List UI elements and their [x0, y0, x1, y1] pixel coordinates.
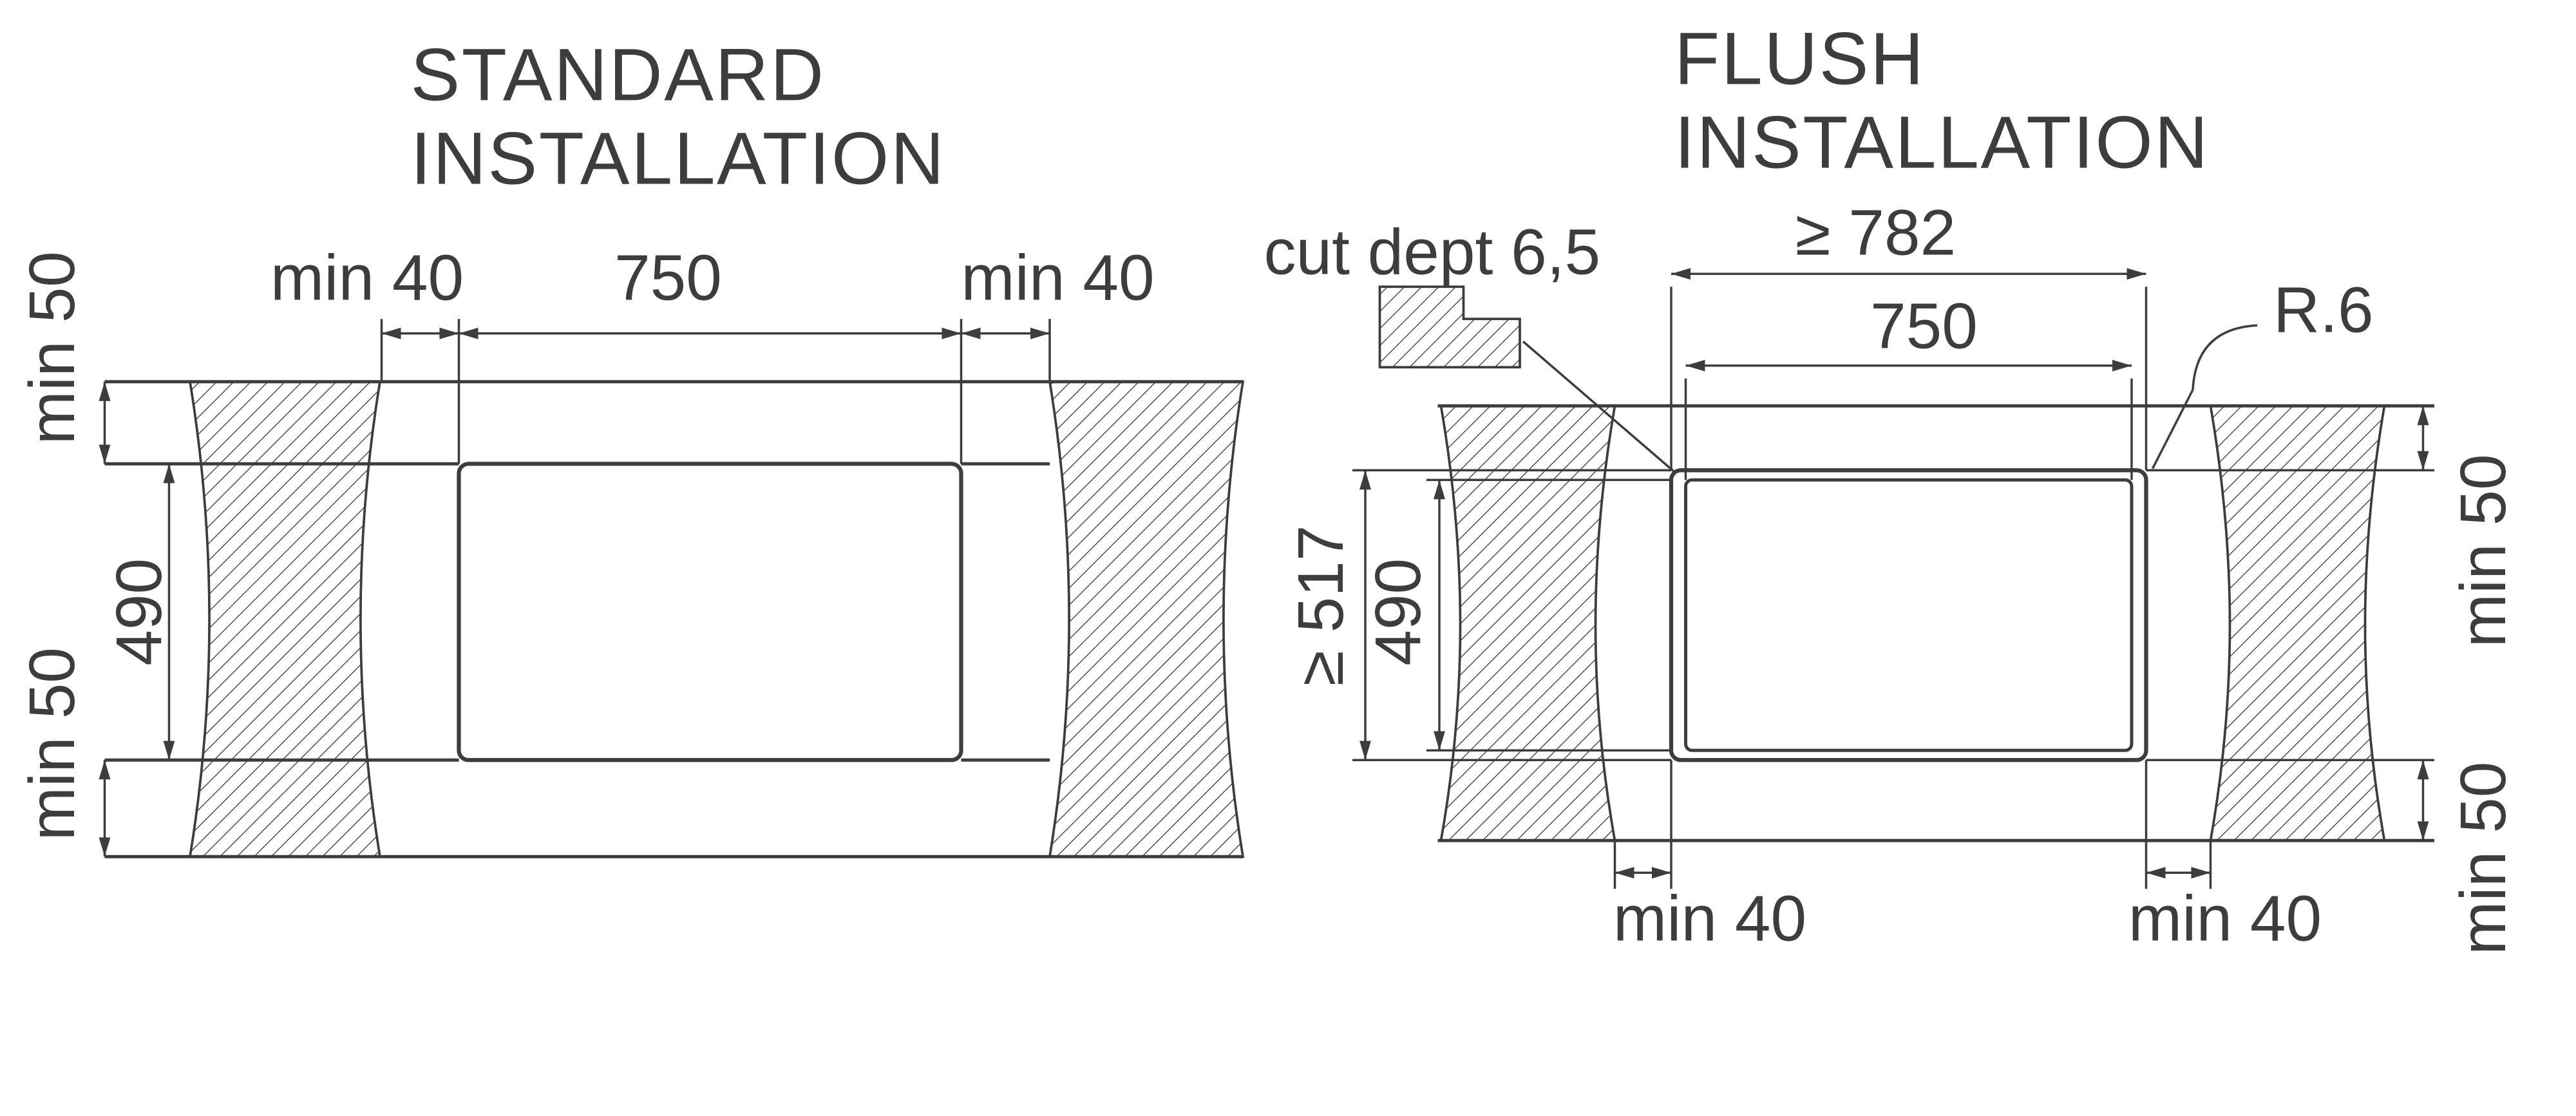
dim-label-min50-bottom: min 50 — [2447, 762, 2519, 955]
flush-outline-lines — [1437, 404, 2434, 842]
standard-installation-diagram: STANDARD INSTALLATION min 40 750 min 40 … — [16, 33, 1245, 858]
dim-label-width-750: 750 — [1870, 290, 1978, 362]
dim-label-width-750: 750 — [614, 241, 722, 314]
flush-title-line1: FLUSH — [1674, 17, 1926, 100]
dim-label-min50-top: min 50 — [2447, 454, 2519, 647]
dim-label-min40-left: min 40 — [270, 241, 464, 314]
flush-level-extension-lines — [1352, 469, 2434, 761]
cut-depth-label: cut dept 6,5 — [1264, 216, 1601, 288]
flush-outer-cutout-rect — [1669, 468, 2148, 762]
standard-cutout-rect — [457, 462, 963, 762]
standard-extension-lines — [380, 319, 1051, 464]
flush-installation-diagram: FLUSH INSTALLATION cut dept 6,5 ≥ 782 75… — [1264, 17, 2520, 955]
dim-label-min40-right: min 40 — [2128, 882, 2322, 954]
dim-label-outer-width: ≥ 782 — [1795, 196, 1956, 269]
dim-label-min50-top: min 50 — [16, 251, 88, 444]
standard-dimension-lines — [99, 327, 1050, 857]
radius-arc — [2192, 324, 2258, 390]
flush-dimension-lines — [1359, 268, 2429, 879]
dim-label-depth-490: 490 — [1362, 558, 1434, 666]
standard-wall-hatch-right — [1048, 380, 1245, 858]
cut-depth-detail — [1378, 285, 1521, 369]
radius-label: R.6 — [2273, 274, 2374, 346]
standard-title-line1: STANDARD — [411, 33, 826, 116]
dim-label-min40-left: min 40 — [1613, 882, 1806, 954]
dim-label-min50-bottom: min 50 — [16, 647, 88, 840]
dim-label-min40-right: min 40 — [961, 241, 1154, 314]
dim-label-outer-depth: ≥ 517 — [1285, 525, 1357, 686]
standard-title-line2: INSTALLATION — [411, 117, 946, 200]
flush-extension-lines — [1613, 287, 2212, 889]
flush-inner-cutout-rect — [1684, 478, 2134, 752]
dim-label-depth-490: 490 — [103, 558, 175, 666]
flush-title-line2: INSTALLATION — [1674, 101, 2210, 184]
radius-leader-line — [2151, 389, 2194, 469]
standard-wall-hatch-left — [188, 380, 382, 858]
cut-depth-leader-line — [1522, 340, 1676, 473]
